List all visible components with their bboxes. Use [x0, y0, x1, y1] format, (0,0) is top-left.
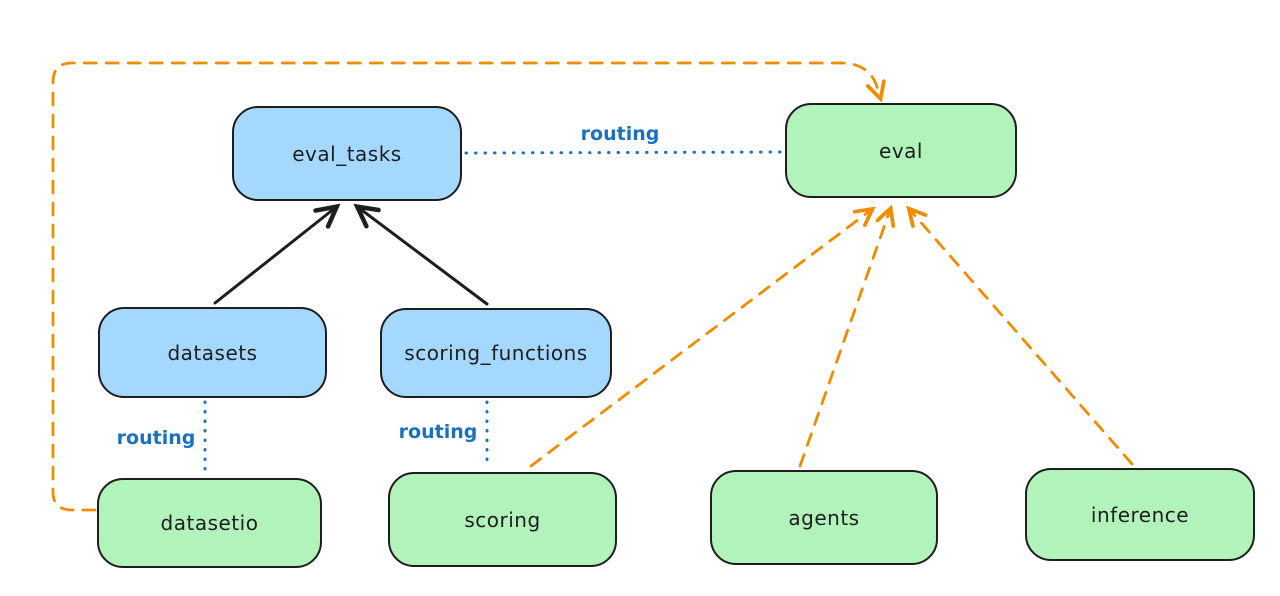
arrow-agents-to-eval — [798, 210, 890, 468]
edge-label-routing-scoring-functions-scoring: routing — [398, 421, 478, 443]
node-datasetio: datasetio — [97, 478, 322, 568]
node-datasets: datasets — [98, 307, 327, 398]
node-eval-label: eval — [879, 138, 923, 163]
arrow-scoring-functions-to-eval-tasks — [359, 208, 489, 306]
node-eval-tasks: eval_tasks — [232, 106, 462, 201]
node-agents: agents — [710, 470, 938, 565]
node-inference-label: inference — [1090, 502, 1190, 527]
node-datasetio-label: datasetio — [160, 511, 259, 535]
arrow-datasets-to-eval-tasks — [213, 208, 335, 305]
node-scoring-functions: scoring_functions — [380, 308, 612, 398]
arrow-scoring-to-eval — [529, 210, 871, 468]
link-eval-tasks-to-eval — [464, 150, 784, 155]
node-scoring-label: scoring — [464, 507, 541, 532]
node-agents-label: agents — [788, 505, 860, 530]
node-datasets-label: datasets — [167, 340, 258, 365]
node-scoring-functions-label: scoring_functions — [404, 341, 588, 365]
arrow-inference-to-eval — [910, 210, 1134, 466]
node-eval-tasks-label: eval_tasks — [292, 141, 402, 166]
node-scoring: scoring — [388, 472, 617, 567]
arrow-datasetio-to-eval — [51, 61, 880, 512]
node-inference: inference — [1025, 468, 1255, 561]
node-eval: eval — [785, 103, 1017, 198]
edge-label-routing-datasets-datasetio: routing — [116, 427, 196, 449]
edge-label-routing-eval-tasks-eval: routing — [580, 123, 660, 145]
